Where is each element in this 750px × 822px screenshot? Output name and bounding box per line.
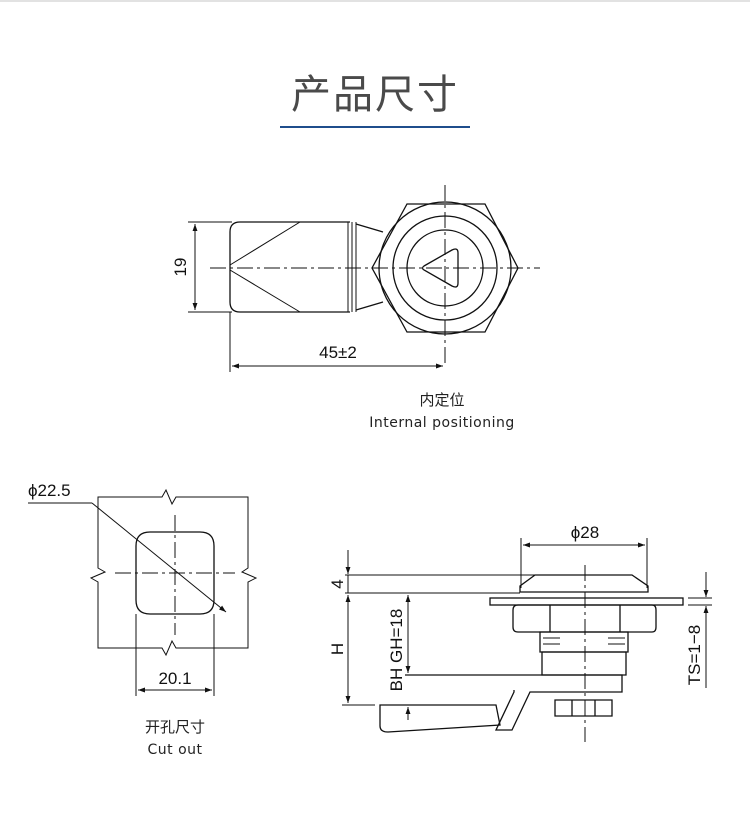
dim-cap-diameter-label: ϕ28 [571,523,599,542]
top-border [0,0,750,2]
key-body [229,221,350,313]
cutout-caption-cn: 开孔尺寸 [145,718,205,736]
side-view: ϕ28 4 H BH GH=18 TS=1−8 [328,523,712,742]
dim-h-label: H [328,643,347,655]
cutout-view: ϕ22.5 20.1 开孔尺寸 Cut out [28,481,258,758]
page-title: 产品尺寸 [291,72,459,118]
dim-cap-height-label: 4 [328,579,347,588]
cam-lever [379,704,501,733]
dim-diameter-label: ϕ22.5 [28,481,71,500]
triangle-key-icon [421,248,459,288]
panel [489,597,684,606]
title-underline [280,126,470,128]
front-view: 19 45±2 内定位 Internal positioning [171,185,540,431]
dim-height-label: 19 [171,258,190,277]
thread [539,631,629,653]
cam-arm [405,674,623,731]
lock-body [541,651,627,676]
lock-cap [519,574,649,593]
dim-gh-label: BH GH=18 [387,609,406,692]
front-caption-en: Internal positioning [369,415,515,431]
dim-ts-label: TS=1−8 [685,625,704,686]
end-nut [554,699,613,717]
dim-width-label: 20.1 [158,669,191,688]
cutout-hole [135,531,215,615]
key-bevel-lines [229,221,301,313]
panel-break-outline [89,488,258,657]
dim-length-label: 45±2 [319,343,357,362]
hex-nut-side [512,604,657,633]
front-caption-cn: 内定位 [419,391,464,409]
cutout-caption-en: Cut out [147,742,202,758]
